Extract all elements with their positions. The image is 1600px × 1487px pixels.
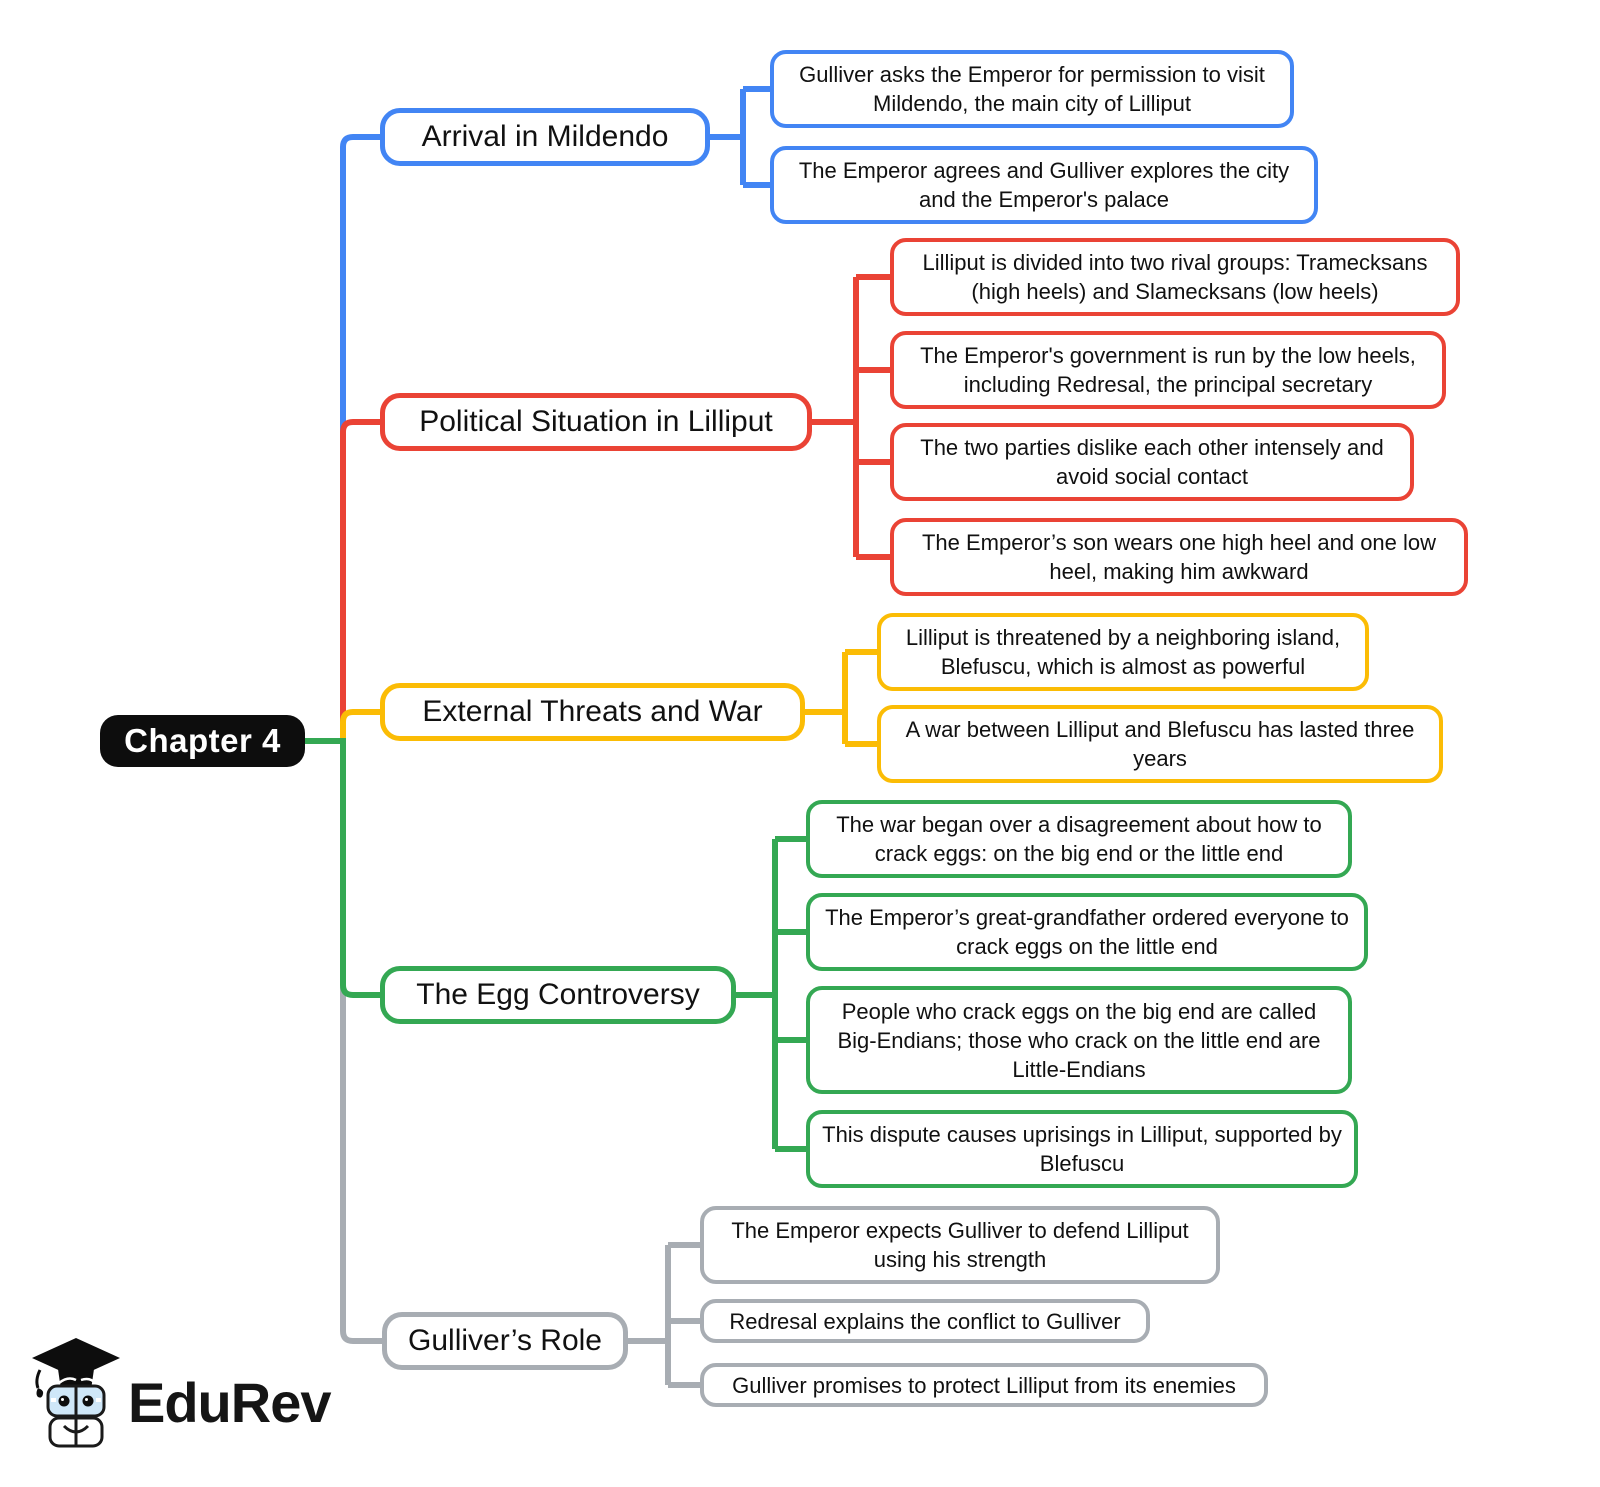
- connector-trunk-gulliver: [340, 741, 383, 1344]
- leaf-arrival-2: The Emperor agrees and Gulliver explores…: [770, 146, 1318, 224]
- connector-trunk-external: [340, 709, 381, 741]
- leaf-egg-2: The Emperor’s great-grandfather ordered …: [806, 893, 1368, 971]
- root-node: Chapter 4: [100, 715, 305, 767]
- leaf-external-1: Lilliput is threatened by a neighboring …: [877, 613, 1369, 691]
- leaf-gulliver-2: Redresal explains the conflict to Gulliv…: [700, 1299, 1150, 1343]
- branch-node-egg: The Egg Controversy: [380, 966, 736, 1024]
- branch-node-political: Political Situation in Lilliput: [380, 393, 812, 451]
- connector-sub-external: [803, 649, 879, 747]
- edurev-mascot-icon: [32, 1338, 120, 1448]
- leaf-political-1: Lilliput is divided into two rival group…: [890, 238, 1460, 316]
- connector-sub-gulliver: [626, 1242, 702, 1388]
- branch-node-gulliver: Gulliver’s Role: [382, 1312, 628, 1370]
- leaf-external-2: A war between Lilliput and Blefuscu has …: [877, 705, 1443, 783]
- leaf-political-3: The two parties dislike each other inten…: [890, 423, 1414, 501]
- connector-trunk-arrival: [340, 134, 381, 741]
- leaf-egg-4: This dispute causes uprisings in Lillipu…: [806, 1110, 1358, 1188]
- leaf-political-4: The Emperor’s son wears one high heel an…: [890, 518, 1468, 596]
- connector-sub-political: [810, 274, 892, 560]
- leaf-gulliver-3: Gulliver promises to protect Lilliput fr…: [700, 1363, 1268, 1407]
- branch-node-arrival: Arrival in Mildendo: [380, 108, 710, 166]
- connector-sub-arrival: [708, 86, 772, 188]
- leaf-egg-3: People who crack eggs on the big end are…: [806, 986, 1352, 1094]
- leaf-egg-1: The war began over a disagreement about …: [806, 800, 1352, 878]
- leaf-gulliver-1: The Emperor expects Gulliver to defend L…: [700, 1206, 1220, 1284]
- leaf-arrival-1: Gulliver asks the Emperor for permission…: [770, 50, 1294, 128]
- leaf-political-2: The Emperor's government is run by the l…: [890, 331, 1446, 409]
- connector-trunk-political: [340, 419, 381, 741]
- connector-sub-egg: [734, 836, 808, 1152]
- edurev-brand-text: EduRev: [128, 1371, 331, 1434]
- branch-node-external: External Threats and War: [380, 683, 805, 741]
- connector-trunk-egg: [303, 738, 381, 998]
